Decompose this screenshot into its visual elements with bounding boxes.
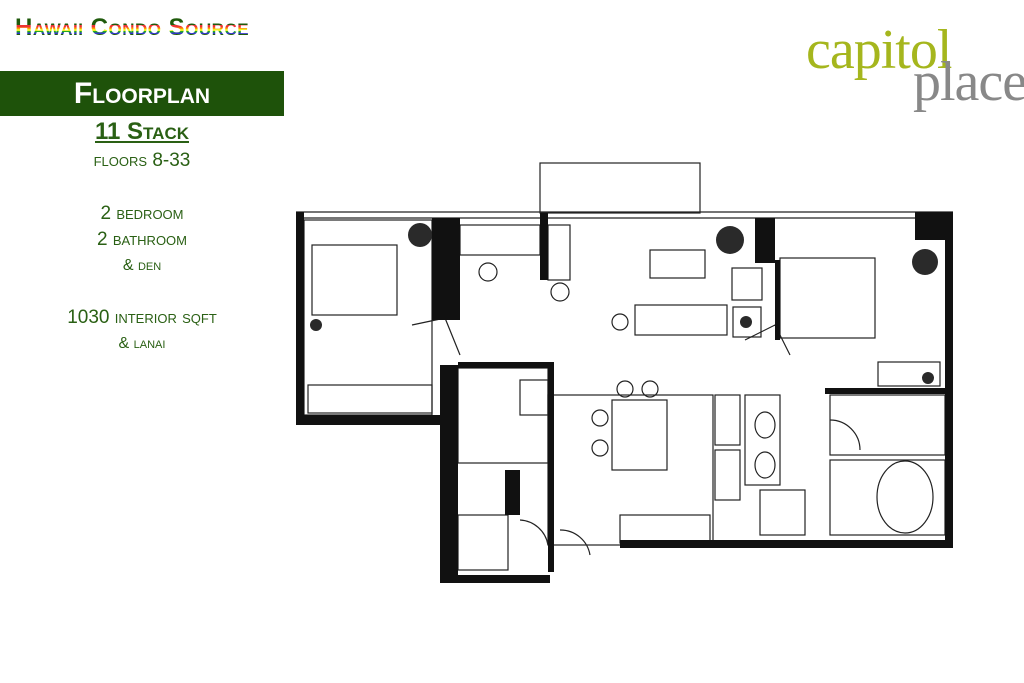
plant-icons	[310, 223, 938, 384]
sqft-label: 1030 interior sqft	[67, 307, 217, 328]
floorplan-banner: Floorplan	[0, 71, 284, 116]
bathrooms-label: 2 bathroom	[97, 229, 187, 250]
floorplan-walls	[296, 212, 953, 583]
capitol-place-logo-word1: capitol	[806, 19, 952, 81]
capitol-place-logo-word2: place	[913, 51, 1024, 113]
floorplan-outlines	[296, 162, 953, 571]
stack-label: 11 Stack	[95, 118, 189, 145]
lanai-label: & lanai	[118, 335, 166, 352]
den-label: & den	[122, 257, 162, 274]
floors-label: floors 8-33	[93, 150, 191, 171]
brand-logo: Hawaii Condo Source	[15, 14, 250, 41]
bedrooms-label: 2 bedroom	[100, 203, 184, 224]
